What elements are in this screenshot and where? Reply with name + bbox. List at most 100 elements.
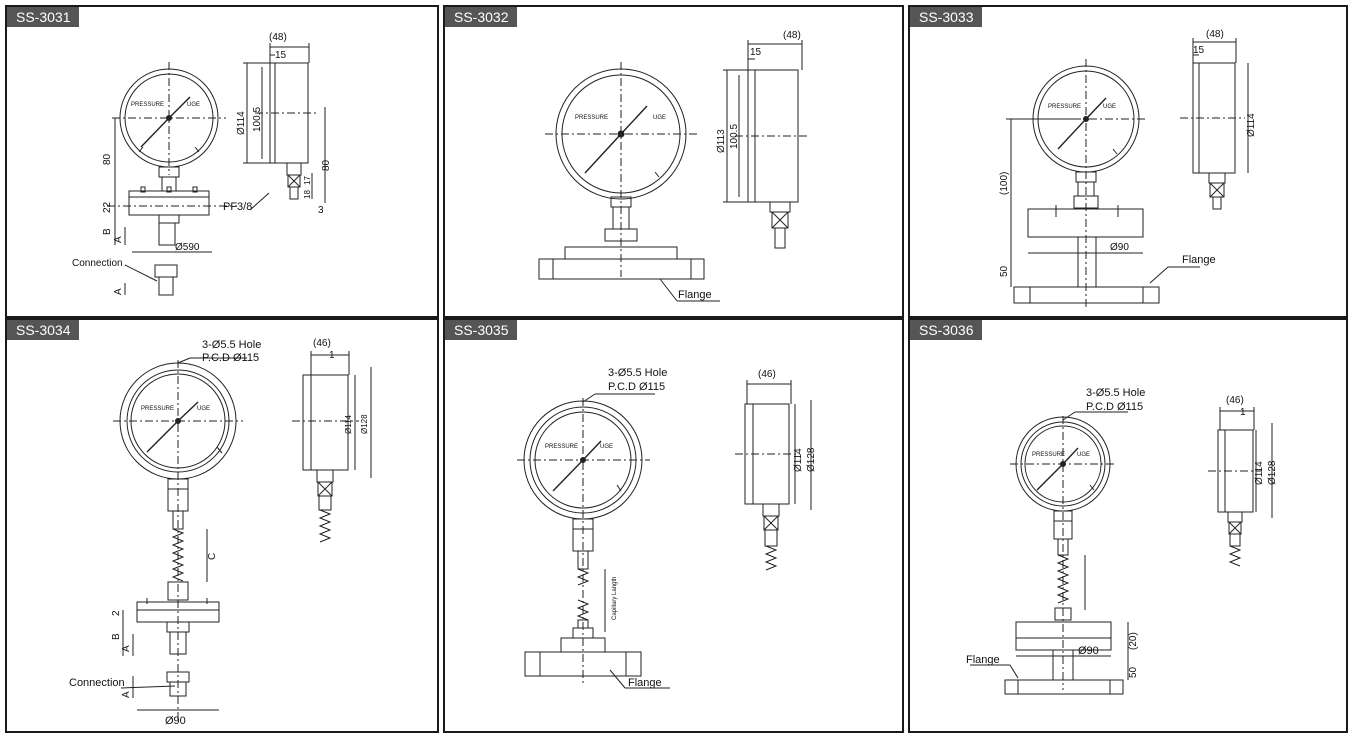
drawing-ss-3032: PRESSURE UGE (48) 15 Ø113 [538, 30, 810, 302]
dim-22: 22 [102, 201, 113, 213]
dim-90: Ø90 [1078, 645, 1099, 657]
panel-ss-3034: SS-3034 PRESSURE UGE [5, 318, 439, 733]
dim-46: (46) [313, 338, 331, 349]
dim-90: Ø90 [165, 715, 186, 727]
dim-113: Ø113 [716, 129, 727, 153]
dim-128: Ø128 [1267, 460, 1278, 485]
drawing-ss-3036: PRESSURE UGE [966, 387, 1278, 695]
model-tag: SS-3032 [445, 7, 518, 27]
dim-100-5: 100.5 [729, 124, 740, 149]
dial-label-uge: UGE [1103, 104, 1116, 110]
dim-c: C [207, 553, 218, 560]
dim-80-right: 80 [321, 159, 332, 171]
dim-48: (48) [1206, 29, 1224, 40]
pcd-callout: P.C.D Ø115 [1086, 401, 1143, 413]
gauge-front-view: PRESSURE UGE [107, 62, 237, 296]
flange-label: Flange [678, 289, 712, 301]
dial-label-pressure: PRESSURE [545, 444, 578, 450]
dial-label-pressure: PRESSURE [1032, 452, 1065, 458]
dim-90: Ø90 [1110, 242, 1129, 253]
dim-1: 1 [1240, 407, 1246, 418]
dim-18: 18 [303, 190, 312, 199]
dim-48: (48) [783, 30, 801, 41]
dial-label-pressure: PRESSURE [575, 115, 608, 121]
dim-a: A [113, 236, 124, 243]
panel-ss-3032: SS-3032 PRESSURE UGE [443, 5, 904, 318]
connection-label: Connection [69, 677, 125, 689]
hole-callout: 3-Ø5.5 Hole [1086, 387, 1145, 399]
dim-114: Ø114 [1246, 113, 1257, 137]
dim-114: Ø114 [793, 448, 804, 472]
model-tag: SS-3036 [910, 320, 983, 340]
dim-b: B [102, 228, 113, 235]
drawing-ss-3035: PRESSURE UGE [517, 367, 817, 689]
pcd-callout: P.C.D Ø115 [608, 381, 665, 393]
dim-114: Ø114 [1254, 461, 1265, 485]
dim-46: (46) [1226, 395, 1244, 406]
dim-2: 2 [111, 610, 122, 616]
dim-48: (48) [269, 32, 287, 43]
dial-label-uge: UGE [197, 406, 210, 412]
dim-80-left: 80 [102, 153, 113, 165]
dial-label-pressure: PRESSURE [141, 406, 174, 412]
drawing-ss-3034: PRESSURE UGE [69, 338, 372, 727]
flange-label: Flange [628, 677, 662, 689]
panel-ss-3033: SS-3033 PRESSURE UGE [908, 5, 1348, 318]
dim-15: 15 [750, 47, 762, 58]
dim-590: Ø590 [175, 242, 200, 253]
dim-15: 15 [1193, 45, 1205, 56]
dial-label-pressure: PRESSURE [1048, 104, 1081, 110]
dim-100: (100) [999, 172, 1010, 195]
gauge-side-view [723, 40, 810, 249]
dim-128: Ø128 [360, 414, 369, 434]
gauge-front-view: PRESSURE UGE [113, 360, 243, 720]
flange-label: Flange [966, 654, 1000, 666]
dim-50: 50 [1128, 666, 1139, 678]
model-tag: SS-3031 [7, 7, 80, 27]
dim-46: (46) [758, 369, 776, 380]
dim-114: Ø114 [236, 111, 247, 135]
dial-label-pressure: PRESSURE [131, 102, 164, 108]
hole-callout: 3-Ø5.5 Hole [202, 339, 261, 351]
dim-a-2: A [121, 691, 132, 698]
dim-1: 1 [329, 350, 335, 361]
model-tag: SS-3034 [7, 320, 80, 340]
gauge-side-view [243, 43, 326, 203]
dim-100-5: 100.5 [252, 107, 263, 132]
model-tag: SS-3033 [910, 7, 983, 27]
connection-label: Connection [72, 258, 123, 269]
panel-ss-3031: SS-3031 PRESSURE UGE [5, 5, 439, 318]
dim-b: B [111, 633, 122, 640]
dim-17: 17 [303, 176, 312, 185]
dim-50: 50 [999, 265, 1010, 277]
model-tag: SS-3035 [445, 320, 518, 340]
gauge-front-view: PRESSURE UGE [517, 398, 650, 685]
dim-3: 3 [318, 205, 324, 216]
gauge-front-view: PRESSURE UGE [538, 62, 705, 280]
dim-114: Ø114 [344, 414, 353, 434]
gauge-side-view [292, 351, 372, 543]
dim-15: 15 [275, 50, 287, 61]
dial-label-uge: UGE [187, 102, 200, 108]
drawing-ss-3033: PRESSURE UGE [999, 29, 1257, 307]
dim-128: Ø128 [806, 447, 817, 472]
dial-label-uge: UGE [600, 444, 613, 450]
gauge-front-view: PRESSURE UGE [1013, 59, 1160, 307]
gauge-side-view [735, 380, 812, 571]
gauge-side-view [1208, 407, 1273, 567]
flange-label: Flange [1182, 254, 1216, 266]
drawing-ss-3031: PRESSURE UGE [72, 32, 332, 296]
capillary-length-label: Capillary Langth [612, 577, 618, 620]
pcd-callout: P.C.D Ø115 [202, 352, 259, 364]
dim-20: (20) [1128, 632, 1139, 650]
hole-callout: 3-Ø5.5 Hole [608, 367, 667, 379]
thread-spec: PF3/8 [223, 201, 252, 213]
dial-label-uge: UGE [653, 115, 666, 121]
gauge-front-view: PRESSURE UGE [1004, 416, 1124, 695]
gauge-side-view [1180, 38, 1249, 210]
panel-ss-3036: SS-3036 PRESSURE UGE [908, 318, 1348, 733]
dial-label-uge: UGE [1077, 452, 1090, 458]
panel-ss-3035: SS-3035 PRESSURE UGE [443, 318, 904, 733]
dim-a-2: A [113, 288, 124, 295]
